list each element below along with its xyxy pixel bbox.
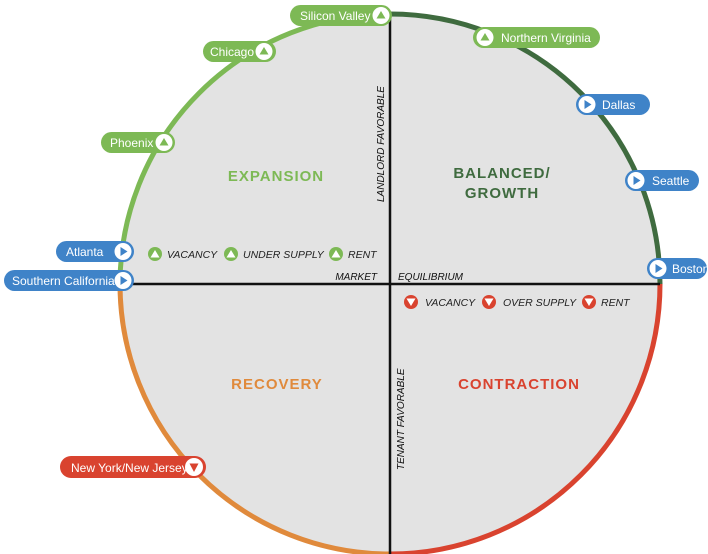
market-label: New York/New Jersey	[71, 461, 188, 475]
up-triangle-icon	[226, 250, 236, 258]
right-arrow-icon	[655, 264, 663, 273]
down-triangle-icon	[406, 298, 416, 306]
up-legend: VACANCY UNDER SUPPLY RENT	[148, 247, 378, 261]
down-triangle-icon	[584, 298, 594, 306]
market-label: Southern California	[12, 274, 115, 288]
up-triangle-icon	[150, 250, 160, 258]
legend-down-over-supply: OVER SUPPLY	[503, 297, 577, 309]
up-triangle-icon	[331, 250, 341, 258]
down-arrow-icon	[189, 463, 199, 472]
up-arrow-icon	[259, 47, 269, 55]
market-label: Seattle	[652, 174, 690, 188]
expansion-title: EXPANSION	[228, 168, 324, 185]
market-pill-new-york-new-jersey[interactable]: New York/New Jersey	[60, 456, 206, 478]
market-pill-phoenix[interactable]: Phoenix	[101, 132, 175, 153]
legend-up-rent: RENT	[348, 249, 378, 261]
market-label: Boston	[672, 262, 708, 276]
contraction-quadrant	[390, 284, 660, 554]
market-pill-chicago[interactable]: Chicago	[203, 41, 276, 62]
contraction-arc	[389, 283, 663, 554]
market-label: Silicon Valley	[300, 9, 370, 23]
down-triangle-icon	[484, 298, 494, 306]
equilibrium-label: EQUILIBRIUM	[398, 272, 464, 283]
expansion-quadrant	[120, 14, 390, 284]
market-label: Atlanta	[66, 245, 104, 259]
up-arrow-icon	[376, 11, 386, 19]
balanced-title-line1: BALANCED/	[453, 165, 550, 182]
down-legend: VACANCY OVER SUPPLY RENT	[404, 295, 631, 309]
balanced-quadrant	[390, 14, 660, 284]
market-label: Dallas	[602, 98, 635, 112]
recovery-title: RECOVERY	[231, 376, 323, 393]
market-pill-dallas[interactable]: Dallas	[576, 94, 650, 115]
market-pill-silicon-valley[interactable]: Silicon Valley	[290, 5, 392, 26]
legend-up-under-supply: UNDER SUPPLY	[243, 249, 325, 261]
market-label: Phoenix	[110, 136, 153, 150]
market-pill-southern-california[interactable]: Southern California	[4, 270, 134, 291]
market-pill-boston[interactable]: Boston	[647, 258, 708, 279]
balanced-title-line2: GROWTH	[465, 185, 539, 202]
market-pill-northern-virginia[interactable]: Northern Virginia	[473, 27, 600, 48]
right-arrow-icon	[633, 176, 641, 185]
landlord-favorable-label: LANDLORD FAVORABLE	[376, 86, 387, 202]
legend-down-rent: RENT	[601, 297, 631, 309]
balanced-arc	[389, 11, 663, 285]
right-arrow-icon	[584, 100, 592, 109]
market-label: Chicago	[210, 45, 254, 59]
market-pill-seattle[interactable]: Seattle	[625, 170, 699, 191]
recovery-quadrant	[120, 284, 390, 554]
market-label: MARKET	[335, 272, 378, 283]
market-label: Northern Virginia	[501, 31, 591, 45]
up-arrow-icon	[159, 138, 169, 146]
legend-down-vacancy: VACANCY	[425, 297, 476, 309]
right-arrow-icon	[120, 247, 128, 256]
up-arrow-icon	[480, 33, 490, 41]
contraction-title: CONTRACTION	[458, 376, 580, 393]
tenant-favorable-label: TENANT FAVORABLE	[396, 368, 407, 470]
right-arrow-icon	[120, 276, 128, 285]
market-pill-atlanta[interactable]: Atlanta	[56, 241, 134, 262]
legend-up-vacancy: VACANCY	[167, 249, 218, 261]
